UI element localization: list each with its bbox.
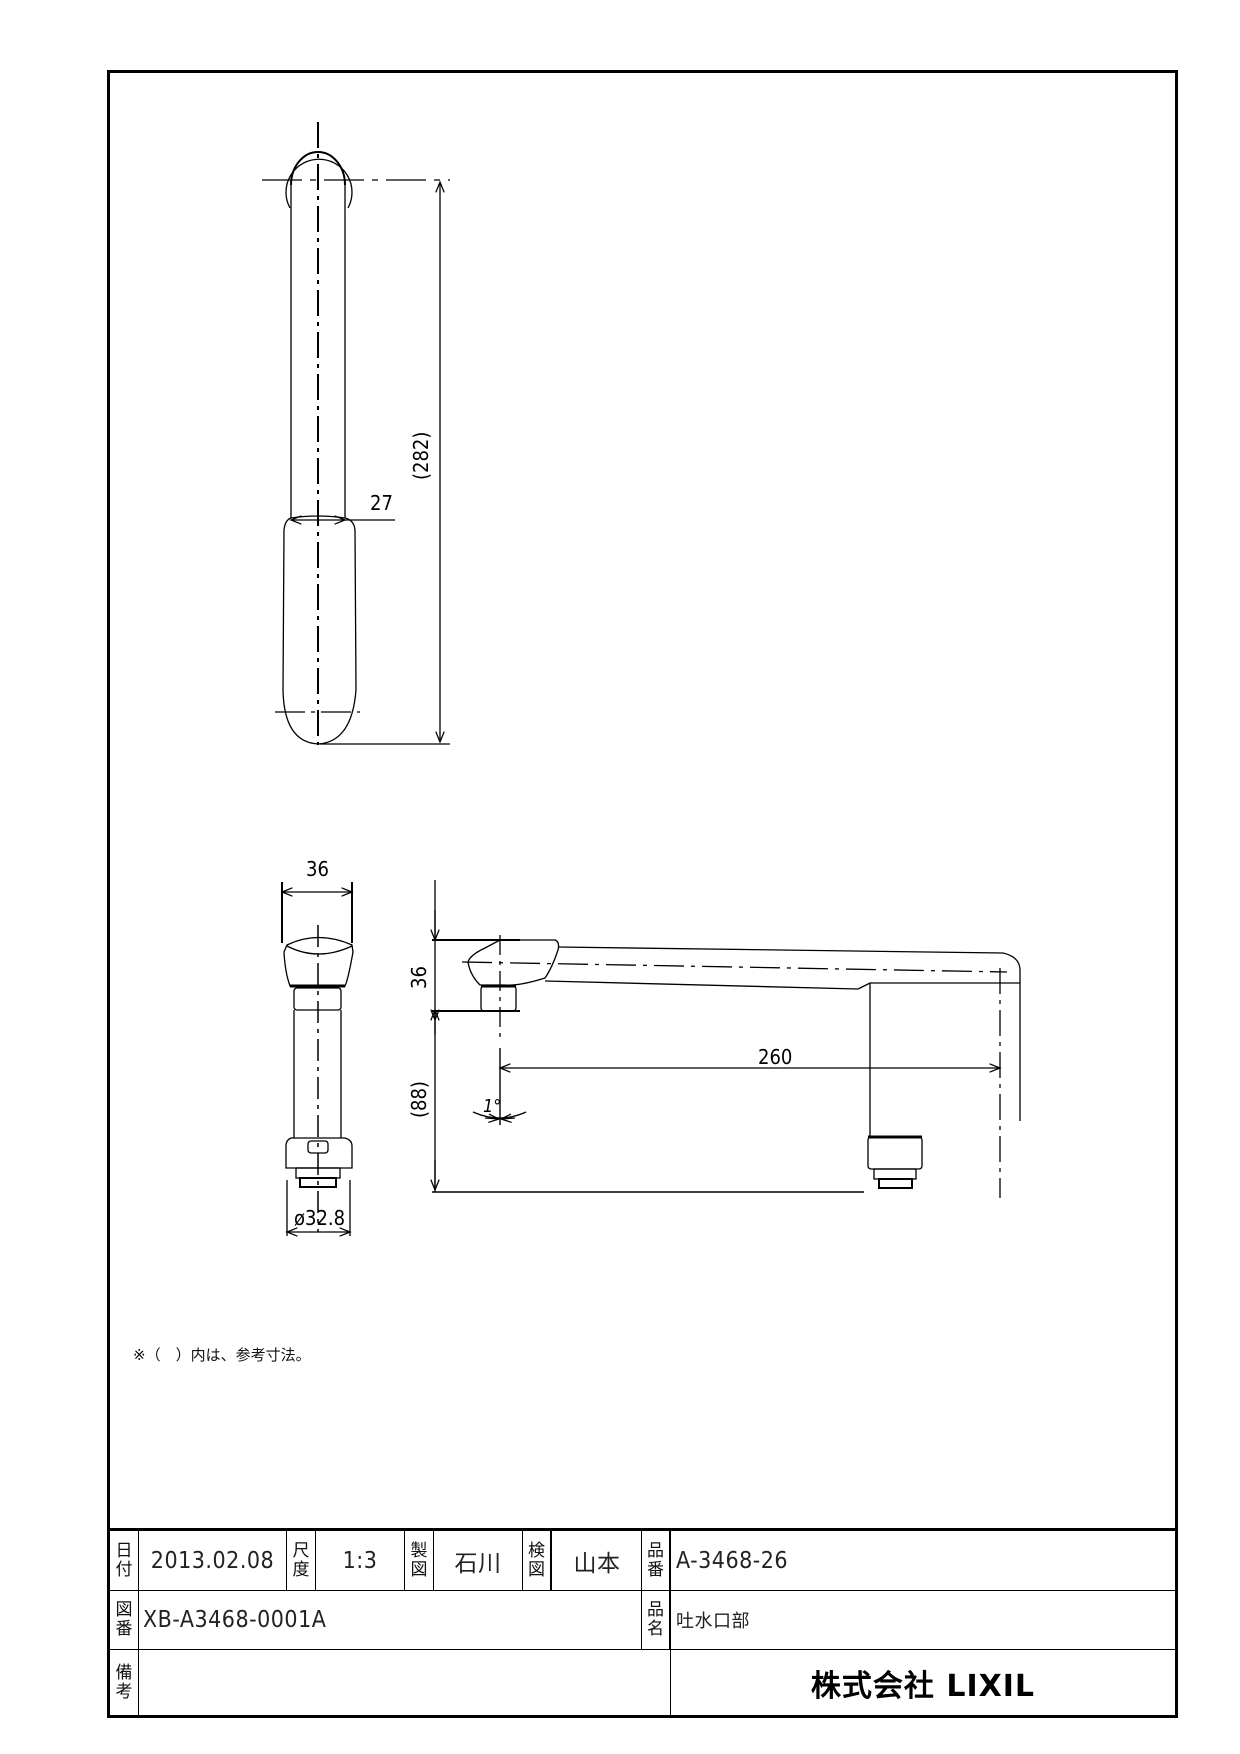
date-value: 2013.02.08 xyxy=(139,1531,287,1590)
label-char: 図 xyxy=(410,1559,428,1580)
dim-36-front: 36 xyxy=(306,857,329,881)
label-char: 度 xyxy=(292,1559,310,1580)
scale-label: 尺 度 xyxy=(287,1531,316,1590)
top-view xyxy=(262,122,450,745)
title-row-1: 日 付 2013.02.08 尺 度 1:3 製 図 石川 検 図 山本 品 番… xyxy=(110,1531,1175,1591)
label-char: 検 xyxy=(528,1540,545,1561)
side-view xyxy=(430,880,1021,1198)
company-name: 株式会社 LIXIL xyxy=(810,1668,1036,1704)
part-name-label: 品 名 xyxy=(642,1591,671,1649)
drawing-number-value: XB-A3468-0001A xyxy=(139,1591,642,1649)
dim-36-side: 36 xyxy=(407,966,431,989)
title-row-3: 備 考 株式会社 LIXIL xyxy=(110,1650,1175,1715)
part-name-value: 吐水口部 xyxy=(676,1611,750,1632)
drawing-number-label: 図 番 xyxy=(110,1591,139,1649)
dim-260: 260 xyxy=(758,1045,792,1069)
label-char: 考 xyxy=(115,1681,133,1702)
remarks-value xyxy=(139,1650,671,1715)
drawn-by-label: 製 図 xyxy=(405,1531,434,1590)
part-number-label: 品 番 xyxy=(642,1531,671,1590)
label-char: 品 xyxy=(647,1600,664,1620)
checked-by-label: 検 図 xyxy=(523,1531,552,1590)
reference-dimension-note: ※（ ）内は、参考寸法。 xyxy=(133,1346,311,1364)
drawn-by-value: 石川 xyxy=(434,1531,523,1590)
front-view xyxy=(280,882,354,1237)
scale-value: 1:3 xyxy=(316,1531,405,1590)
dim-88: (88) xyxy=(407,1081,431,1118)
date-label: 日 付 xyxy=(110,1531,139,1590)
dim-angle: 1° xyxy=(483,1096,501,1117)
label-char: 番 xyxy=(647,1559,664,1580)
label-char: 図 xyxy=(528,1559,545,1580)
dim-diameter: ø32.8 xyxy=(294,1206,345,1230)
label-char: 名 xyxy=(647,1619,664,1639)
label-char: 日 xyxy=(115,1540,133,1561)
label-char: 番 xyxy=(115,1619,133,1639)
label-char: 付 xyxy=(115,1559,133,1580)
label-char: 品 xyxy=(647,1540,664,1561)
dim-27: 27 xyxy=(370,491,393,515)
checked-by-value: 山本 xyxy=(553,1531,642,1590)
label-char: 尺 xyxy=(292,1540,310,1561)
title-block: 日 付 2013.02.08 尺 度 1:3 製 図 石川 検 図 山本 品 番… xyxy=(107,1528,1178,1718)
label-char: 備 xyxy=(115,1662,133,1683)
title-row-2: 図 番 XB-A3468-0001A 品 名 吐水口部 xyxy=(110,1591,1175,1650)
label-char: 図 xyxy=(115,1600,133,1620)
label-char: 製 xyxy=(410,1540,428,1561)
part-number-value: A-3468-26 xyxy=(676,1547,789,1574)
remarks-label: 備 考 xyxy=(110,1650,139,1715)
dim-282: (282) xyxy=(409,432,433,480)
